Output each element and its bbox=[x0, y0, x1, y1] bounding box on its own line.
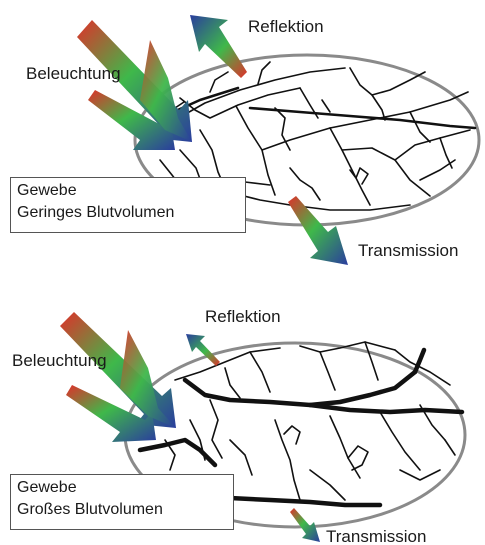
transmission-label: Transmission bbox=[326, 527, 426, 545]
tissue-title: Gewebe bbox=[17, 477, 227, 499]
tissue-description: Geringes Blutvolumen bbox=[17, 202, 239, 224]
illumination-label: Beleuchtung bbox=[26, 64, 121, 83]
reflection-label: Reflektion bbox=[248, 17, 324, 36]
tissue-description: Großes Blutvolumen bbox=[17, 499, 227, 521]
illumination-label: Beleuchtung bbox=[12, 351, 107, 370]
tissue-caption-high: Gewebe Großes Blutvolumen bbox=[10, 474, 234, 530]
tissue-caption-low: Gewebe Geringes Blutvolumen bbox=[10, 177, 246, 233]
reflection-label: Reflektion bbox=[205, 307, 281, 326]
transmission-label: Transmission bbox=[358, 241, 458, 260]
tissue-title: Gewebe bbox=[17, 180, 239, 202]
